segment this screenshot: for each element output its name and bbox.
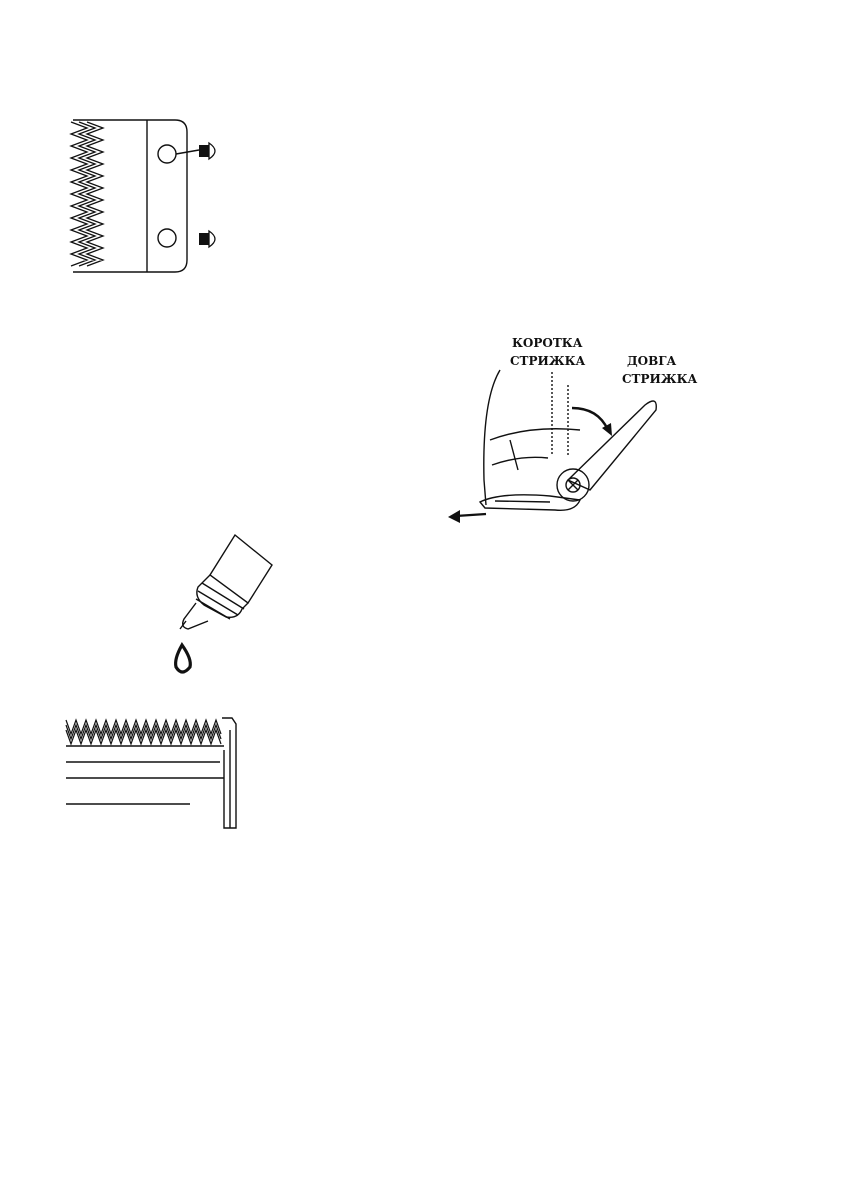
long-cut-label-line1: ДОВГА [627,354,677,368]
screw-icon [199,231,215,247]
screw-icon [199,143,215,159]
blade-teeth-icon [60,710,255,835]
short-cut-label-line2: СТРИЖКА [510,354,586,368]
short-cut-label-line1: КОРОТКА [512,336,583,350]
blade-with-screws-icon [55,110,235,285]
oil-bottle-icon [160,525,285,685]
long-cut-label-line2: СТРИЖКА [622,372,698,386]
clipper-lever-icon: КОРОТКА СТРИЖКА ДОВГА СТРИЖКА [440,330,710,535]
left-arrow-icon [448,510,486,523]
oil-drop-icon [176,645,191,672]
